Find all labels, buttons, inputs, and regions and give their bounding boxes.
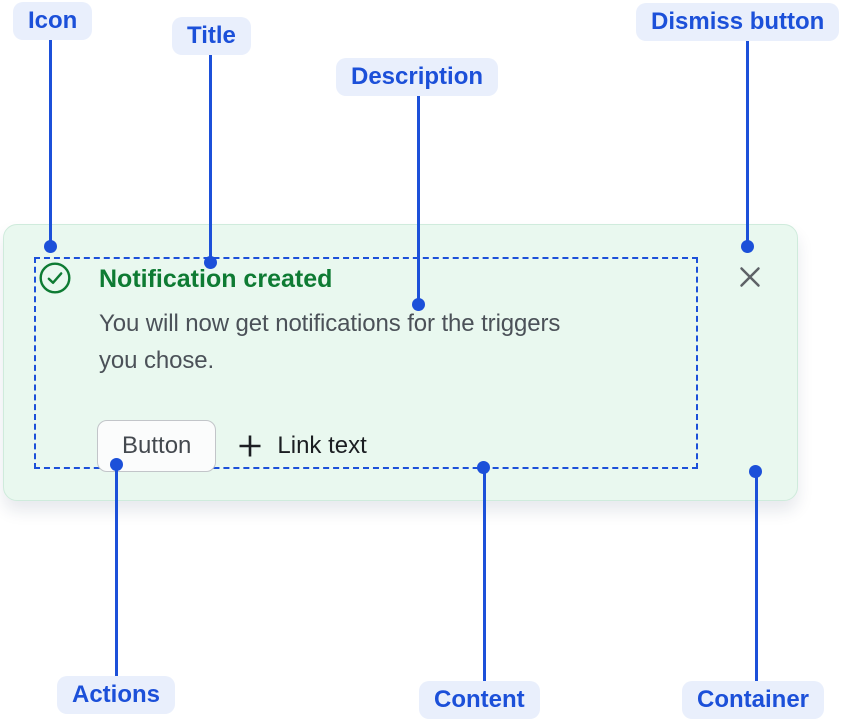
action-link-label: Link text bbox=[277, 432, 367, 459]
annotation-label-icon: Icon bbox=[13, 2, 93, 40]
notification-text: Notification created You will now get no… bbox=[99, 264, 699, 379]
description-line: you chose. bbox=[99, 347, 215, 374]
annotation-label-actions: Actions bbox=[57, 676, 176, 714]
plus-icon bbox=[236, 432, 264, 460]
notification-description: You will now get notifications for the t… bbox=[99, 305, 699, 379]
callout-dot-icon bbox=[44, 240, 57, 253]
dismiss-button[interactable] bbox=[736, 263, 764, 291]
close-icon bbox=[736, 267, 764, 294]
callout-line-content bbox=[483, 468, 486, 681]
notification-container: Notification created You will now get no… bbox=[3, 224, 798, 501]
callout-line-title bbox=[209, 55, 212, 263]
description-line: You will now get notifications for the t… bbox=[99, 310, 561, 337]
annotation-label-title: Title bbox=[172, 17, 251, 55]
callout-dot-dismiss bbox=[741, 240, 754, 253]
callout-line-dismiss bbox=[746, 40, 749, 247]
callout-line-icon bbox=[49, 40, 52, 247]
callout-dot-content bbox=[477, 461, 490, 474]
callout-line-description bbox=[417, 96, 420, 305]
check-circle-icon bbox=[39, 262, 71, 294]
annotation-label-description: Description bbox=[336, 58, 499, 96]
callout-dot-title bbox=[204, 256, 217, 269]
annotation-label-content: Content bbox=[419, 681, 540, 719]
notification-title: Notification created bbox=[99, 265, 333, 293]
notification-actions: Button Link text bbox=[97, 419, 367, 473]
notification-content: Notification created You will now get no… bbox=[34, 257, 699, 472]
callout-dot-actions bbox=[110, 458, 123, 471]
callout-line-container bbox=[755, 472, 758, 681]
callout-dot-description bbox=[412, 298, 425, 311]
callout-line-actions bbox=[115, 465, 118, 676]
annotation-label-dismiss: Dismiss button bbox=[636, 3, 840, 41]
annotation-label-container: Container bbox=[682, 681, 825, 719]
callout-dot-container bbox=[749, 465, 762, 478]
action-link[interactable]: Link text bbox=[236, 432, 367, 460]
